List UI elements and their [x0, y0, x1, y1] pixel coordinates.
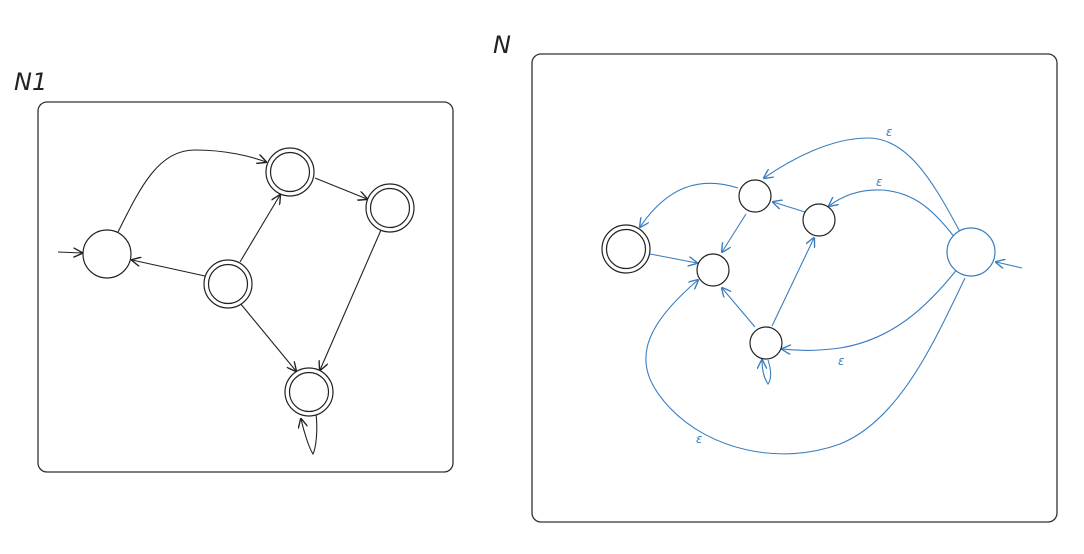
n-epsilon-to-center: [645, 277, 966, 455]
epsilon-label: ε: [886, 125, 893, 139]
n-epsilon-to-rs: [829, 189, 956, 239]
n-epsilon-to-top: [764, 137, 961, 233]
n1-edge-q3-q5: [320, 229, 382, 370]
n-state-right-small: [802, 203, 836, 237]
n1-edge-q1-q2: [117, 149, 266, 233]
n1-edge-q4-q5: [239, 302, 296, 371]
epsilon-label: ε: [838, 354, 845, 368]
n-state-center: [696, 253, 730, 287]
n1-state-accept-right: [365, 183, 415, 233]
n1-state-accept-bottom: [284, 367, 334, 417]
diagram-n-label: N: [493, 31, 511, 59]
epsilon-label: ε: [696, 432, 703, 446]
n-state-new-start: [946, 227, 996, 277]
n-edge-bottom-rs: [771, 238, 814, 327]
n1-edge-q4-q2: [239, 195, 280, 263]
n-edge-top-left: [640, 182, 739, 227]
n-epsilon-to-bottom: [782, 267, 959, 350]
n-start-arrow: [996, 262, 1023, 268]
n-edge-rs-top: [773, 202, 806, 213]
n1-edge-q2-q3: [314, 177, 367, 199]
n-edge-left-center: [649, 253, 697, 263]
diagram-n1-frame: [37, 101, 454, 473]
diagram-n-frame: [531, 53, 1058, 523]
n1-state-accept-center: [203, 259, 253, 309]
n-state-top: [738, 179, 772, 213]
diagram-n: N ε ε: [493, 31, 1058, 523]
n-self-loop-bottom: [762, 360, 772, 385]
n1-self-loop-q5: [301, 413, 318, 456]
n1-start-arrow: [57, 252, 82, 253]
n1-edge-q4-q1: [132, 260, 206, 277]
n-state-bottom: [749, 326, 783, 360]
n-edge-bottom-center: [722, 288, 756, 328]
diagram-n1-label: N1: [14, 68, 47, 96]
diagram-n1: N1: [14, 68, 454, 473]
n1-state-accept-top: [265, 147, 315, 197]
n-edge-top-center: [722, 213, 747, 252]
n1-state-start: [82, 229, 132, 279]
epsilon-label: ε: [876, 175, 883, 189]
n-state-accept-left: [601, 224, 651, 274]
